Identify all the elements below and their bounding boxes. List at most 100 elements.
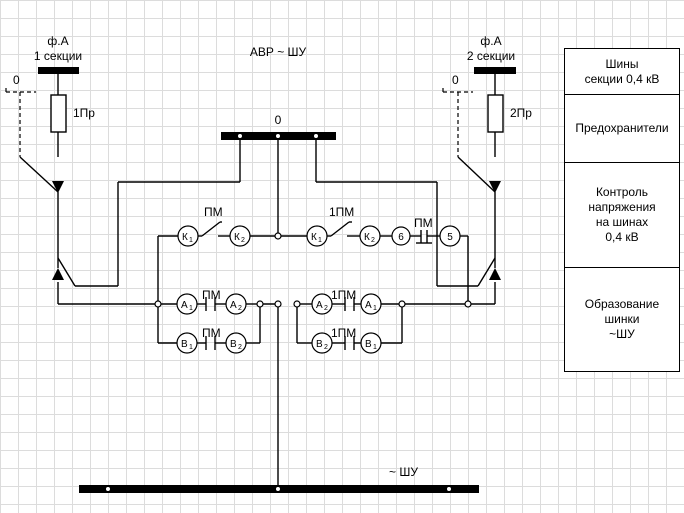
- junction-dot: [236, 132, 244, 140]
- right-switch-mark: 0: [452, 73, 459, 87]
- junction-dot: [293, 300, 301, 308]
- pm-break-contact: [201, 221, 221, 237]
- terminal-k1-right: [306, 225, 328, 247]
- terminal-label-k1-left: К 1: [182, 232, 193, 244]
- right-phase-label: ф.А: [480, 34, 501, 48]
- svg-text:А: А: [316, 300, 323, 311]
- svg-text:2: 2: [241, 237, 245, 244]
- left-arrow-up-icon: [52, 268, 64, 280]
- terminal-label-a1-left: А 1: [181, 300, 193, 312]
- terminal-label-a2-left: А 2: [230, 300, 242, 312]
- pm-label: ПМ: [204, 205, 223, 219]
- junction-dot: [312, 132, 320, 140]
- svg-text:1: 1: [373, 305, 377, 312]
- pm-a-label: ПМ: [202, 288, 221, 302]
- legend-section-buses: Шины секции 0,4 кВ: [564, 48, 680, 95]
- pm1-label: 1ПМ: [329, 205, 354, 219]
- svg-text:1: 1: [189, 344, 193, 351]
- right-section-bus: [474, 67, 516, 74]
- terminal-a2-right: [311, 293, 333, 315]
- right-switch-lower-blade: [477, 257, 496, 287]
- diagram-title: АВР ~ ШУ: [250, 45, 307, 59]
- zero-bus-label: 0: [275, 113, 282, 127]
- svg-text:1: 1: [373, 344, 377, 351]
- junction-dot: [104, 485, 112, 493]
- fuse-1-label: 1Пр: [73, 106, 95, 120]
- terminal-b1-left: [176, 332, 198, 354]
- pm1-a-label: 1ПМ: [331, 288, 356, 302]
- terminal-b1-right: [360, 332, 382, 354]
- svg-text:К: К: [182, 232, 188, 243]
- left-section-bus: [38, 67, 79, 74]
- pm1-b-label: 1ПМ: [331, 326, 356, 340]
- junction-dot: [445, 485, 453, 493]
- terminal-label-b1-left: В 1: [181, 339, 193, 351]
- svg-text:А: А: [181, 300, 188, 311]
- terminal-6: [391, 226, 411, 246]
- terminal-b2-left: [225, 332, 247, 354]
- pm-b-label: ПМ: [202, 326, 221, 340]
- terminal-k2-right: [359, 225, 381, 247]
- svg-text:2: 2: [238, 344, 242, 351]
- junction-dot: [274, 232, 282, 240]
- left-switch-blade: [19, 156, 59, 193]
- terminal-b2-right: [311, 332, 333, 354]
- fuse-1: [50, 94, 67, 133]
- right-arrow-up-icon: [489, 268, 501, 280]
- svg-text:1: 1: [189, 237, 193, 244]
- junction-dot: [256, 300, 264, 308]
- terminal-5: [439, 225, 461, 247]
- svg-text:2: 2: [238, 305, 242, 312]
- svg-text:К: К: [234, 232, 240, 243]
- junction-dot: [274, 485, 282, 493]
- pm1-break-contact: [330, 221, 350, 237]
- terminal-a2-left: [225, 293, 247, 315]
- svg-text:1: 1: [318, 237, 322, 244]
- shu-bus-label: ~ ШУ: [389, 465, 418, 479]
- svg-text:В: В: [181, 339, 188, 350]
- right-section-label: 2 секции: [467, 49, 515, 63]
- terminal-a1-left: [176, 293, 198, 315]
- terminal-label-a2-right: А 2: [316, 300, 328, 312]
- pm-contact-label: ПМ: [414, 216, 433, 230]
- svg-text:2: 2: [371, 237, 375, 244]
- left-arrow-down-icon: [52, 181, 64, 193]
- terminal-label-b1-right: В 1: [365, 339, 377, 351]
- terminal-label-b2-right: В 2: [316, 339, 328, 351]
- terminal-k1-left: [177, 225, 199, 247]
- svg-text:В: В: [316, 339, 323, 350]
- junction-dot: [464, 300, 472, 308]
- junction-dot: [154, 300, 162, 308]
- legend-voltage-control: Контроль напряжения на шинах 0,4 кВ: [564, 162, 680, 268]
- terminal-label-b2-left: В 2: [230, 339, 242, 351]
- terminal-label-k2-right: К 2: [364, 232, 375, 244]
- terminal-k2-left: [229, 225, 251, 247]
- svg-text:В: В: [365, 339, 372, 350]
- right-switch-blade: [457, 156, 496, 193]
- left-section-label: 1 секции: [34, 49, 82, 63]
- fuse-2-label: 2Пр: [510, 106, 532, 120]
- junction-dot: [274, 300, 282, 308]
- left-phase-label: ф.А: [47, 34, 68, 48]
- svg-text:1: 1: [189, 305, 193, 312]
- svg-text:К: К: [311, 232, 317, 243]
- junction-dot: [274, 132, 282, 140]
- terminal-label-6: 6: [398, 232, 404, 243]
- fuse-2: [487, 94, 504, 133]
- svg-text:В: В: [230, 339, 237, 350]
- left-switch-mark: 0: [13, 73, 20, 87]
- svg-text:2: 2: [324, 344, 328, 351]
- terminal-label-5: 5: [447, 232, 453, 243]
- left-switch-lower-blade: [57, 257, 76, 287]
- legend-shu-bus-formation: Образование шинки ~ШУ: [564, 267, 680, 372]
- svg-text:К: К: [364, 232, 370, 243]
- terminal-a1-right: [360, 293, 382, 315]
- svg-text:А: А: [365, 300, 372, 311]
- svg-text:2: 2: [324, 305, 328, 312]
- legend-fuses: Предохранители: [564, 94, 680, 163]
- right-arrow-down-icon: [489, 181, 501, 193]
- terminal-label-k1-right: К 1: [311, 232, 322, 244]
- svg-text:А: А: [230, 300, 237, 311]
- junction-dot: [398, 300, 406, 308]
